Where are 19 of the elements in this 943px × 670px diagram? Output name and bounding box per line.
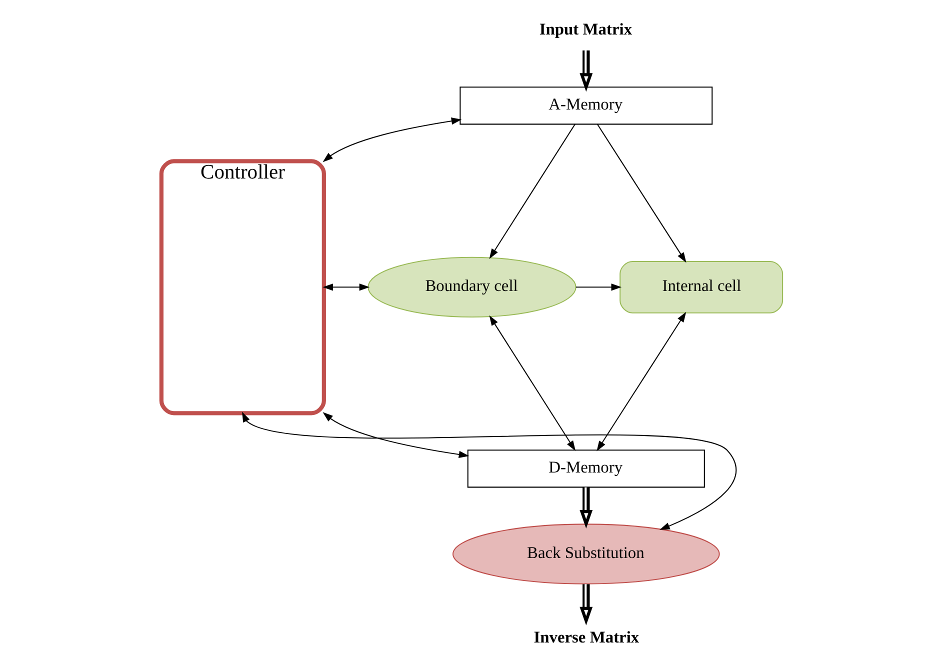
node-text: Input Matrix [538,19,632,38]
node-box: Internal cell [619,260,783,313]
arrow [596,311,686,451]
node-box: Controller [158,158,326,415]
arrow [322,116,462,162]
arrow [596,123,686,262]
node-box: D-Memory [466,449,704,488]
arrow [322,412,469,458]
arrow [242,411,736,530]
arrow [579,50,592,92]
arrow [579,486,592,528]
arrow [579,584,592,625]
arrow [488,123,575,258]
arrow [488,314,576,451]
node-text: Inverse Matrix [533,626,639,646]
node-ellipse: Boundary cell [367,256,576,317]
arrow [575,283,622,290]
node-box: A-Memory [459,86,712,124]
arrow [322,283,370,290]
